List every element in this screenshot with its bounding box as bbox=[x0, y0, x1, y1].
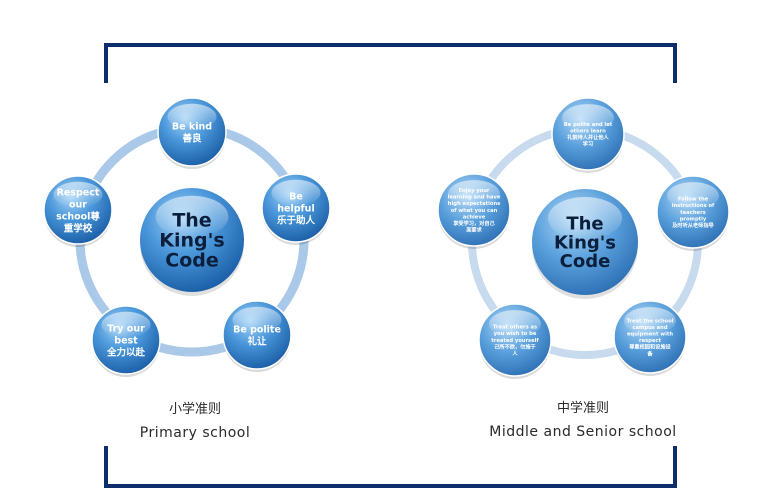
secondary-node-4-label-line: Treat others as bbox=[493, 325, 537, 331]
secondary-node-4-label-line: 己所不欲，勿施于 bbox=[494, 342, 536, 350]
secondary-caption-zh: 中学准则 bbox=[556, 401, 609, 416]
secondary-node-1-label-line: others learn bbox=[570, 129, 606, 135]
secondary-node-3-label-line: respect bbox=[639, 338, 661, 344]
secondary-node-gloss bbox=[448, 180, 500, 208]
secondary-node-3-label-line: 尊重校园和设施设 bbox=[629, 343, 671, 351]
secondary-node-4-label-line: treated yourself bbox=[491, 338, 539, 344]
primary-node-3-label-line: Be polite bbox=[233, 324, 281, 335]
secondary-node-4-label-line: you wish to be bbox=[494, 331, 537, 337]
primary-node-1-label-line: Be kind bbox=[172, 121, 212, 132]
secondary-node-3-label-line: 备 bbox=[646, 349, 653, 357]
primary-node-4-label-line: best bbox=[114, 335, 138, 346]
secondary-node-5-label-line: achieve bbox=[463, 214, 486, 220]
primary-caption-en: Primary school bbox=[139, 425, 251, 441]
secondary-node-gloss bbox=[624, 307, 676, 335]
primary-node-2-label-line: helpful bbox=[277, 203, 314, 214]
secondary-node-2-label-line: promptly bbox=[680, 216, 707, 222]
secondary-node-1-label-line: 学习 bbox=[583, 140, 593, 148]
secondary-node-2-label-line: 及时听从老师指导 bbox=[672, 221, 714, 229]
secondary-center-title-line: The bbox=[566, 213, 603, 234]
secondary-node-5-label-line: Enjoy your bbox=[459, 188, 490, 194]
primary-node-5-label-line: our bbox=[69, 199, 87, 210]
secondary-node-gloss bbox=[667, 182, 719, 210]
primary-node-4-label-line: Try our bbox=[107, 323, 145, 334]
secondary-node-5-label-line: 高要求 bbox=[466, 226, 482, 234]
primary-node-4-label-line: 全力以赴 bbox=[106, 346, 146, 358]
primary-node-1-label-line: 善良 bbox=[182, 132, 202, 144]
secondary-node-3-label-line: Treat the school bbox=[626, 318, 673, 324]
secondary-node-3-label-line: campus and bbox=[632, 325, 667, 331]
primary-node-gloss bbox=[232, 306, 282, 333]
secondary-caption-en: Middle and Senior school bbox=[489, 424, 677, 440]
primary-caption: 小学准则 Primary school bbox=[110, 398, 280, 441]
primary-node-5-label-line: school尊 bbox=[56, 210, 100, 222]
secondary-node-5-label-line: learning and have bbox=[448, 195, 501, 201]
primary-node-gloss bbox=[53, 181, 103, 208]
secondary-center-gloss bbox=[547, 196, 623, 240]
secondary-node-2-label-line: instructions of bbox=[672, 203, 715, 209]
secondary-node-gloss bbox=[562, 104, 614, 132]
secondary-node-2-label-line: Follow the bbox=[678, 197, 709, 203]
secondary-node-gloss bbox=[489, 310, 541, 338]
primary-node-gloss bbox=[271, 179, 321, 206]
primary-center-title-line: Code bbox=[165, 250, 218, 272]
frame-bracket-bottom bbox=[104, 446, 677, 488]
primary-node-gloss bbox=[101, 311, 151, 338]
primary-node-gloss bbox=[167, 103, 217, 130]
secondary-caption: 中学准则 Middle and Senior school bbox=[470, 397, 696, 440]
frame-bracket-top bbox=[104, 43, 677, 83]
secondary-node-1-label-line: 礼貌待人并让他人 bbox=[567, 133, 609, 141]
primary-node-2-label-line: 乐于助人 bbox=[277, 214, 316, 226]
secondary-node-4-label-line: 人 bbox=[512, 350, 518, 357]
secondary-node-5-label-line: 享受学习，对自己 bbox=[453, 219, 495, 227]
primary-caption-zh: 小学准则 bbox=[168, 402, 221, 417]
secondary-node-3-label-line: equipment with bbox=[627, 332, 673, 338]
primary-center-title-line: The bbox=[172, 210, 211, 232]
primary-center-gloss bbox=[155, 195, 229, 238]
primary-node-5-label-line: Respect bbox=[57, 187, 100, 198]
secondary-center-title-line: Code bbox=[560, 251, 611, 272]
secondary-node-2-label-line: teachers bbox=[680, 210, 705, 216]
secondary-center-title-line: King's bbox=[554, 232, 616, 253]
primary-center-title-line: King's bbox=[159, 230, 225, 252]
secondary-node-1-label-line: Be polite and let bbox=[564, 122, 613, 128]
primary-node-5-label-line: 重学校 bbox=[64, 222, 93, 234]
primary-node-3-label-line: 礼让 bbox=[247, 335, 267, 347]
secondary-node-5-label-line: of what you can bbox=[451, 208, 498, 214]
primary-node-2-label-line: Be bbox=[289, 191, 303, 202]
secondary-node-5-label-line: high expectations bbox=[448, 201, 500, 207]
